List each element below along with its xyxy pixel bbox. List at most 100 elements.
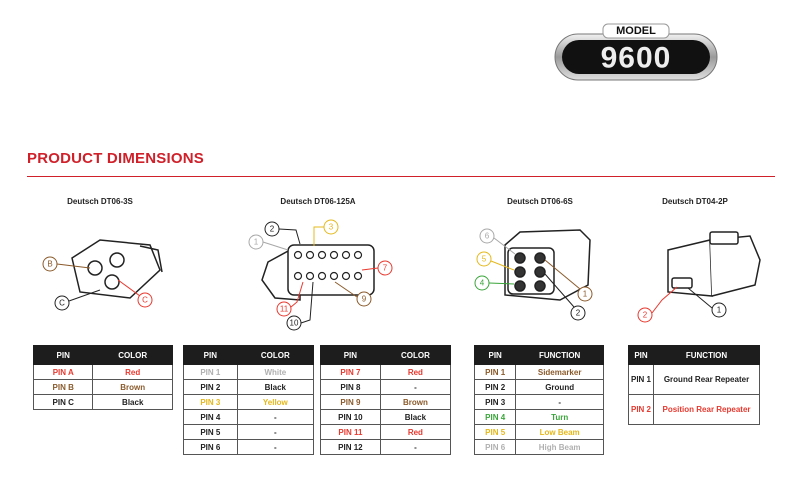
svg-text:C: C <box>142 296 148 305</box>
connector-label-dt06-125a: Deutsch DT06-125A <box>280 197 356 206</box>
svg-text:9: 9 <box>362 295 367 304</box>
pin-cell: PIN B <box>32 379 94 395</box>
callout-c-red: C <box>117 279 153 308</box>
connector-label-dt06-6s: Deutsch DT06-6S <box>507 197 573 206</box>
color-cell: - <box>236 424 315 440</box>
pin-cell: PIN 6 <box>473 439 517 455</box>
pin-cell: PIN 4 <box>183 409 238 425</box>
pin-cell: PIN 12 <box>320 439 381 455</box>
pin-cell: PIN 4 <box>473 409 517 425</box>
col-header: PIN <box>320 345 381 365</box>
svg-text:4: 4 <box>480 279 485 288</box>
callout-4: 4 <box>474 275 515 291</box>
function-cell: - <box>515 394 604 410</box>
pin-cell: PIN 5 <box>473 424 517 440</box>
function-cell: Ground <box>515 379 604 395</box>
pin-cell: PIN 10 <box>320 409 381 425</box>
pin-cell: PIN 9 <box>320 394 381 410</box>
callout-9: 9 <box>334 281 372 307</box>
color-cell: Brown <box>379 394 452 410</box>
pin-cell: PIN A <box>32 364 94 380</box>
table-row: PIN 4- <box>183 409 315 425</box>
svg-text:11: 11 <box>280 305 289 314</box>
connector-label-dt06-3s: Deutsch DT06-3S <box>67 197 133 206</box>
svg-text:B: B <box>47 260 52 269</box>
table-row: PIN 8- <box>320 379 452 395</box>
pin-cell: PIN 3 <box>183 394 238 410</box>
svg-text:6: 6 <box>485 232 490 241</box>
function-cell: High Beam <box>515 439 604 455</box>
pin-cell: PIN 2 <box>183 379 238 395</box>
function-cell: Turn <box>515 409 604 425</box>
function-cell: Sidemarker <box>515 364 604 380</box>
col-header: PIN <box>32 345 94 365</box>
col-header: COLOR <box>379 345 452 365</box>
svg-text:9600: 9600 <box>601 42 672 75</box>
pin-cell: PIN 1 <box>183 364 238 380</box>
col-header: PIN <box>627 345 655 365</box>
pin-cell: PIN 8 <box>320 379 381 395</box>
callout-6: 6 <box>479 228 516 255</box>
function-cell: Low Beam <box>515 424 604 440</box>
pin-cell: PIN 11 <box>320 424 381 440</box>
color-cell: - <box>236 439 315 455</box>
color-cell: Black <box>236 379 315 395</box>
svg-text:1: 1 <box>717 306 722 315</box>
callout-7: 7 <box>361 260 393 276</box>
table-row: PIN 6- <box>183 439 315 455</box>
color-cell: Black <box>379 409 452 425</box>
table-row: PIN 5- <box>183 424 315 440</box>
dt06-3s-connector-drawing <box>71 239 163 299</box>
col-header: PIN <box>183 345 238 365</box>
connector-label-dt04-2p: Deutsch DT04-2P <box>662 197 728 206</box>
color-cell: - <box>236 409 315 425</box>
section-title: PRODUCT DIMENSIONS <box>27 150 204 167</box>
color-cell: Yellow <box>236 394 315 410</box>
pin-cell: PIN 3 <box>473 394 517 410</box>
col-header: FUNCTION <box>515 345 604 365</box>
table-row: PIN 3- <box>473 394 604 410</box>
svg-text:1: 1 <box>583 290 588 299</box>
callout-3: 3 <box>313 219 339 246</box>
svg-text:1: 1 <box>254 238 259 247</box>
callout-5: 5 <box>476 251 515 271</box>
callout-1: 1 <box>248 234 289 251</box>
dt04-2p-connector-drawing <box>667 231 761 297</box>
table-row: PIN 12- <box>320 439 452 455</box>
color-cell: - <box>379 379 452 395</box>
svg-text:5: 5 <box>482 255 487 264</box>
pin-cell: PIN 7 <box>320 364 381 380</box>
col-header: COLOR <box>236 345 315 365</box>
model-9600-logo: MODEL 9600 <box>553 22 719 82</box>
callout-1-sidemarker: 1 <box>544 259 593 302</box>
color-cell: - <box>379 439 452 455</box>
svg-text:7: 7 <box>383 264 388 273</box>
pin-cell: PIN 2 <box>627 394 655 425</box>
svg-text:2: 2 <box>643 311 648 320</box>
svg-text:MODEL: MODEL <box>616 25 656 37</box>
function-cell: Ground Rear Repeater <box>653 364 760 395</box>
callout-b: B <box>42 256 91 272</box>
callout-c-black: C <box>54 289 101 311</box>
